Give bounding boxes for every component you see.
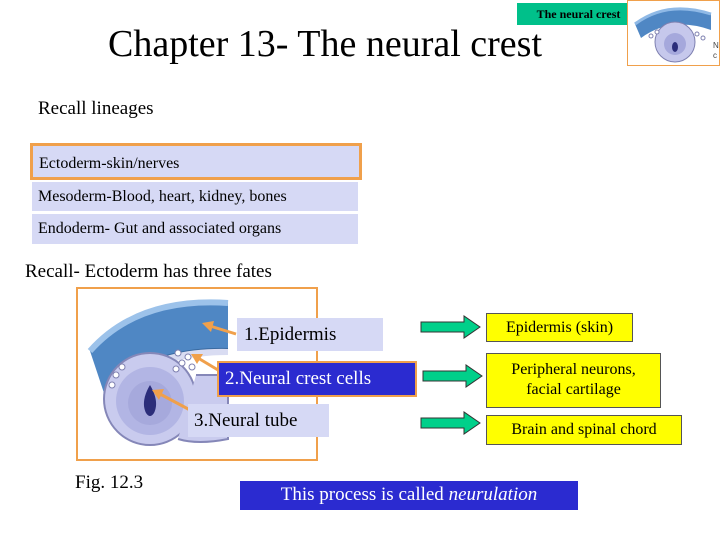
figure-caption: Fig. 12.3: [75, 472, 144, 493]
epidermis-pointer-arrow: [202, 321, 237, 336]
outcome-neural-crest-line2: facial cartilage: [526, 381, 621, 398]
lineage-ectoderm: Ectoderm-skin/nerves: [30, 143, 362, 180]
arrow-to-epidermis-outcome: [420, 315, 481, 339]
fate-neural-crest-label: 2.Neural crest cells: [217, 361, 417, 397]
corner-tag: The neural crest: [517, 3, 640, 25]
neurulation-banner: This process is called neurulation: [240, 481, 578, 510]
neural-tube-illustration: [87, 299, 229, 446]
outcome-neural-crest: Peripheral neurons, facial cartilage: [486, 353, 661, 408]
fate-neural-tube-label: 3.Neural tube: [188, 404, 329, 437]
arrow-to-neural-tube-outcome: [420, 411, 481, 435]
banner-emphasis: neurulation: [448, 484, 538, 505]
outcome-neural-tube: Brain and spinal chord: [486, 415, 682, 445]
svg-text:N: N: [713, 41, 719, 50]
corner-thumbnail-image: N c: [627, 0, 720, 66]
slide-title: Chapter 13- The neural crest: [108, 23, 543, 65]
banner-text: This process is called: [280, 484, 449, 505]
lineage-endoderm: Endoderm- Gut and associated organs: [32, 214, 358, 244]
recall-fates-heading: Recall- Ectoderm has three fates: [25, 261, 272, 282]
svg-text:c: c: [713, 51, 717, 60]
outcome-epidermis: Epidermis (skin): [486, 313, 633, 342]
fate-epidermis-label: 1.Epidermis: [237, 318, 383, 351]
outcome-neural-crest-line1: Peripheral neurons,: [511, 361, 636, 378]
lineage-mesoderm: Mesoderm-Blood, heart, kidney, bones: [32, 182, 358, 211]
neural-crest-pointer-arrow: [191, 354, 219, 372]
recall-lineages-heading: Recall lineages: [38, 98, 154, 119]
neural-tube-pointer-arrow: [152, 389, 191, 412]
arrow-to-neural-crest-outcome: [422, 364, 483, 388]
